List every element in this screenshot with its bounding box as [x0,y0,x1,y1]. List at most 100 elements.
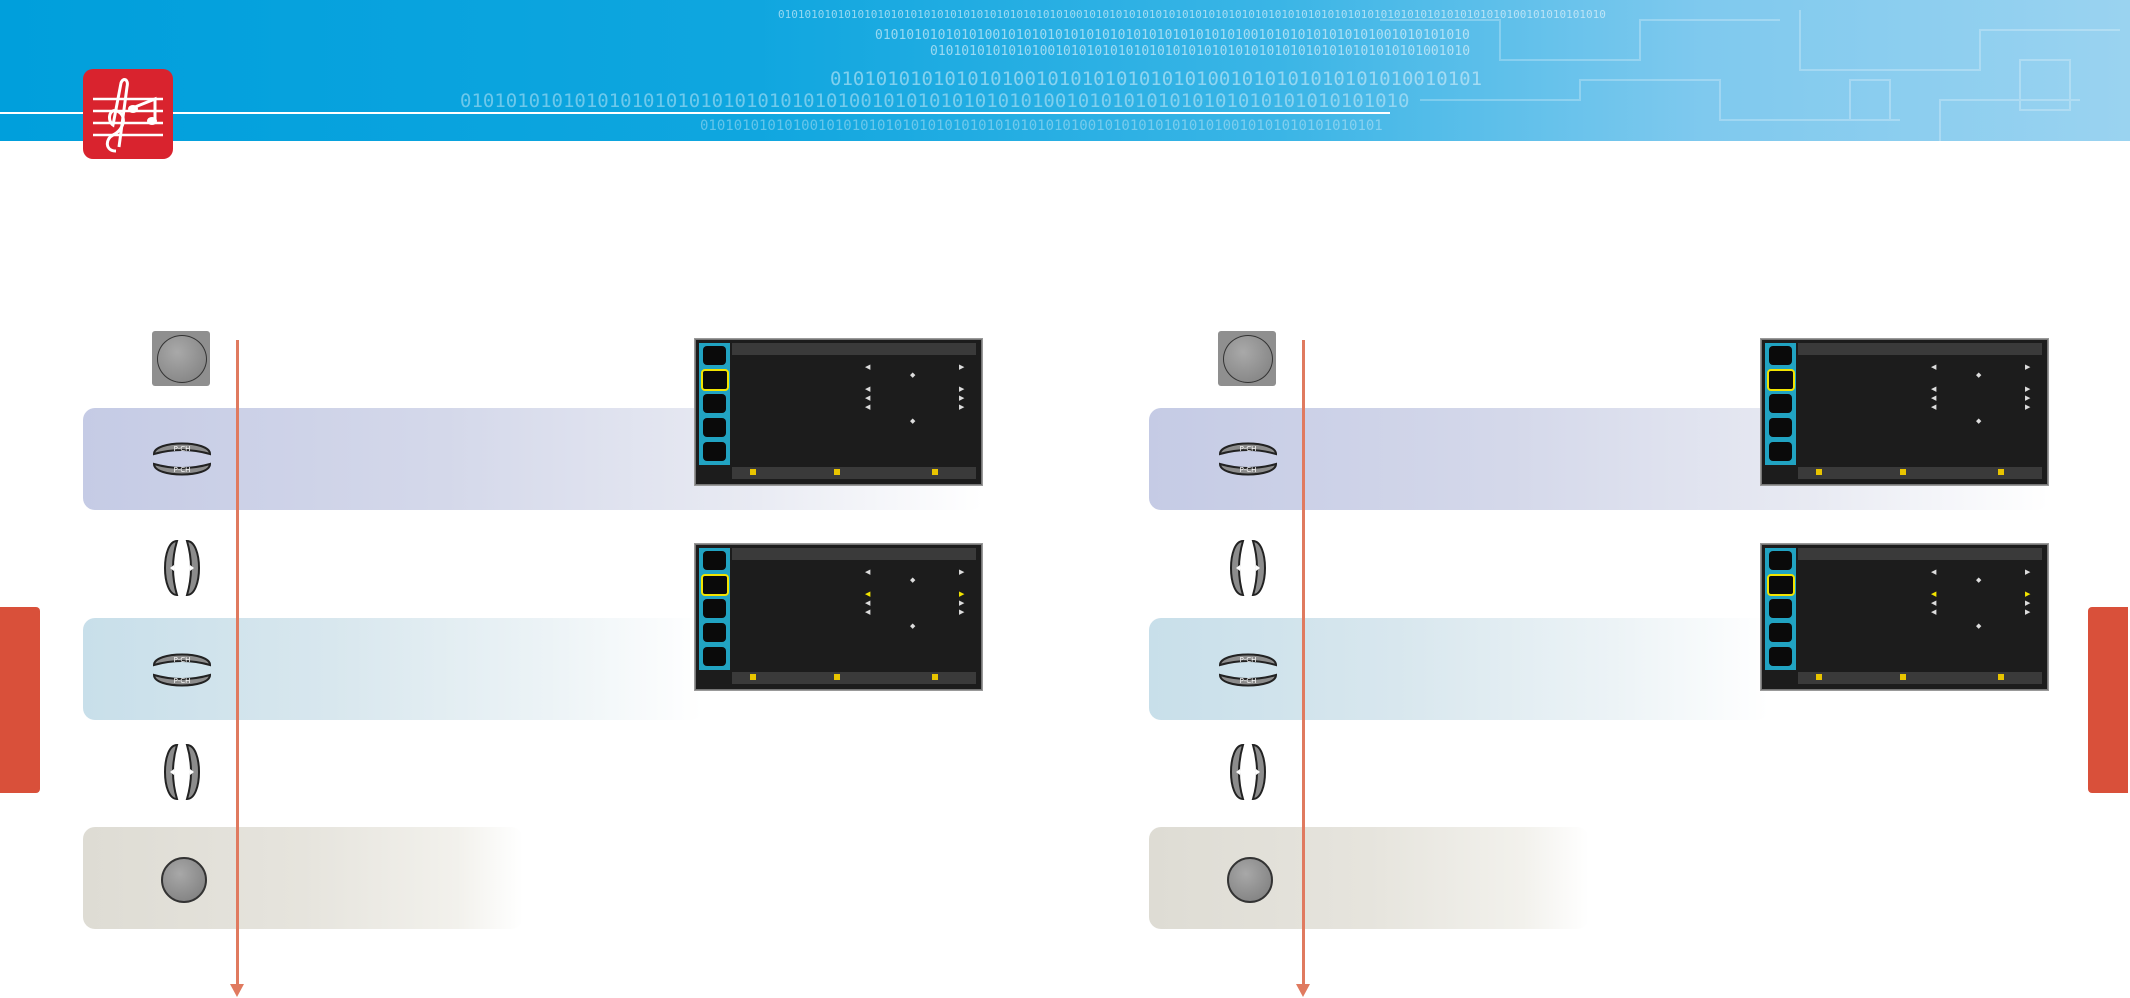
left-arrow-icon: ◀ [1931,404,1937,411]
right-arrow-icon: ▶ [2025,600,2031,607]
circuit-pattern [1380,10,2120,141]
osd-title-bar [1798,343,2042,355]
up-down-channel-icon[interactable]: P-CH P-CH [150,643,214,697]
binary-text-line: 0101010101010100101010101010101010101010… [930,44,1471,59]
menu-button-icon[interactable] [1218,331,1276,386]
osd-footer [1798,467,2042,479]
osd-icon-column [699,548,730,670]
left-right-volume-icon[interactable] [1221,741,1275,803]
up-down-channel-icon[interactable]: P-CH P-CH [1216,432,1280,486]
side-tab-right [2088,607,2128,793]
flow-arrowhead [1296,984,1310,997]
left-arrow-icon: ◀ [865,386,871,393]
right-arrow-icon: ▶ [959,386,965,393]
right-arrow-icon: ▶ [2025,386,2031,393]
move-icon [750,674,756,680]
function-icon [703,442,726,461]
select-icon [834,674,840,680]
exit-icon [1998,469,2004,475]
left-arrow-icon: ◀ [865,395,871,402]
left-right-volume-icon[interactable] [1221,537,1275,599]
exit-button-icon[interactable] [161,857,207,903]
right-arrow-icon: ▶ [959,404,965,411]
left-arrow-icon: ◀ [1931,609,1937,616]
osd-menu-screen: ◀ ▶ ◆ ◀ ▶ ◀ ▶ ◀ ▶ ◆ [695,339,982,485]
right-arrow-icon: ▶ [2025,569,2031,576]
function-icon [703,647,726,666]
left-arrow-icon: ◀ [1931,591,1937,598]
setup-icon [703,623,726,642]
side-tab-left [0,607,40,793]
step-band [83,827,523,929]
up-down-channel-icon[interactable]: P-CH P-CH [1216,643,1280,697]
select-icon [1900,674,1906,680]
osd-icon-column [699,343,730,465]
right-arrow-icon: ▶ [2025,609,2031,616]
adjust-icon: ◆ [1976,577,1982,584]
left-arrow-icon: ◀ [1931,600,1937,607]
adjust-icon: ◆ [1976,623,1982,630]
move-icon [750,469,756,475]
sound-icon [701,574,729,596]
up-label: P-CH [1240,445,1257,453]
step-band [83,618,703,720]
right-arrow-icon: ▶ [959,364,965,371]
left-arrow-icon: ◀ [1931,569,1937,576]
osd-footer [1798,672,2042,684]
flow-arrow [236,340,239,992]
exit-icon [932,674,938,680]
binary-text-line: 0101010101010101001010101010101010010101… [830,68,1483,90]
up-label: P-CH [1240,656,1257,664]
channel-icon [703,394,726,413]
setup-icon [1769,418,1792,437]
left-arrow-icon: ◀ [865,569,871,576]
right-arrow-icon: ▶ [959,591,965,598]
osd-menu-screen: ◀ ▶ ◆ ◀ ▶ ◀ ▶ ◀ ▶ ◆ [1761,544,2048,690]
sound-icon [1767,574,1795,596]
binary-text-line: 0101010101010101010101010101010101010101… [778,8,1606,21]
left-arrow-icon: ◀ [865,609,871,616]
exit-button-icon[interactable] [1227,857,1273,903]
move-icon [1816,674,1822,680]
left-right-volume-icon[interactable] [155,537,209,599]
right-arrow-icon: ▶ [2025,364,2031,371]
osd-title-bar [732,548,976,560]
right-arrow-icon: ▶ [2025,395,2031,402]
up-down-channel-icon[interactable]: P-CH P-CH [150,432,214,486]
left-arrow-icon: ◀ [1931,386,1937,393]
channel-icon [1769,394,1792,413]
channel-icon [703,599,726,618]
music-note-icon [83,69,173,159]
right-arrow-icon: ▶ [959,609,965,616]
down-label: P-CH [174,466,191,474]
osd-footer [732,672,976,684]
right-arrow-icon: ▶ [959,395,965,402]
down-label: P-CH [1240,677,1257,685]
right-arrow-icon: ▶ [2025,404,2031,411]
osd-menu-screen: ◀ ▶ ◆ ◀ ▶ ◀ ▶ ◀ ▶ ◆ [1761,339,2048,485]
sound-icon [1767,369,1795,391]
left-arrow-icon: ◀ [1931,395,1937,402]
left-arrow-icon: ◀ [865,404,871,411]
move-icon [1816,469,1822,475]
header-rule [0,112,1390,114]
osd-title-bar [1798,548,2042,560]
function-icon [1769,442,1792,461]
exit-icon [1998,674,2004,680]
binary-text-line: 0101010101010010101010101010101010101010… [700,118,1383,134]
osd-icon-column [1765,343,1796,465]
left-right-volume-icon[interactable] [155,741,209,803]
header-banner: 0101010101010101010101010101010101010101… [0,0,2130,141]
adjust-icon: ◆ [910,418,916,425]
osd-menu-screen: ◀ ▶ ◆ ◀ ▶ ◀ ▶ ◀ ▶ ◆ [695,544,982,690]
channel-icon [1769,599,1792,618]
flow-arrow [1302,340,1305,992]
right-arrow-icon: ▶ [959,569,965,576]
up-label: P-CH [174,445,191,453]
left-arrow-icon: ◀ [865,364,871,371]
up-label: P-CH [174,656,191,664]
menu-button-icon[interactable] [152,331,210,386]
picture-icon [1769,346,1792,365]
setup-icon [1769,623,1792,642]
exit-icon [932,469,938,475]
